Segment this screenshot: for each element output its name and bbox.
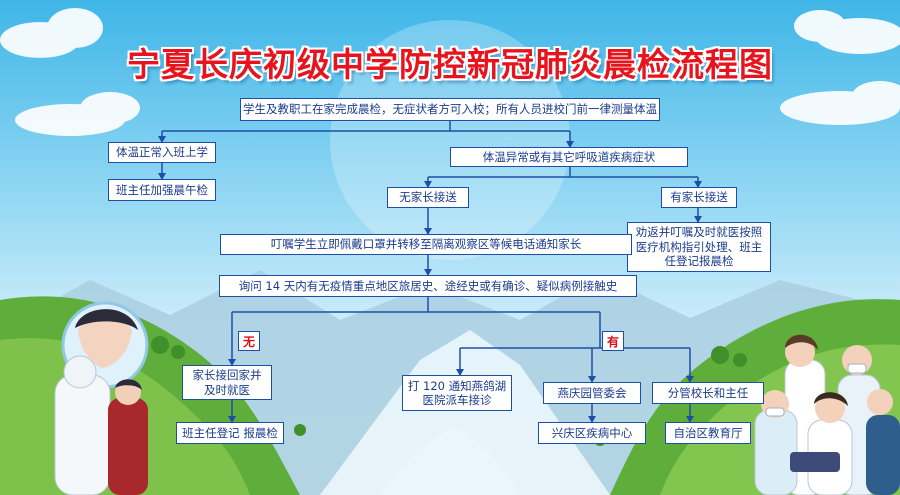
node-top: 学生及教职工在家完成晨检，无症状者方可入校；所有人员进校门前一律测量体温 <box>240 98 660 121</box>
node-edu-dept: 自治区教育厅 <box>665 422 751 444</box>
node-inquiry: 询问 14 天内有无疫情重点地区旅居史、途经史或有确诊、疑似病例接触史 <box>219 275 637 297</box>
node-isolate: 叮嘱学生立即佩戴口罩并转移至隔离观察区等候电话通知家长 <box>220 234 632 255</box>
node-normal-temp: 体温正常入班上学 <box>108 142 216 163</box>
node-abnormal-temp: 体温异常或有其它呼吸道疾病症状 <box>450 147 688 167</box>
node-teacher-check: 班主任加强晨午检 <box>108 179 216 201</box>
tag-yes: 有 <box>602 331 624 351</box>
node-register: 班主任登记 报晨检 <box>176 422 284 444</box>
health-worker-figure <box>54 301 149 495</box>
node-yanqing-committee: 燕庆园管委会 <box>543 382 641 404</box>
node-go-home: 家长接回家并及时就医 <box>182 365 272 400</box>
node-has-parent: 有家长接送 <box>661 187 737 208</box>
cloud-icon <box>0 8 900 136</box>
node-principal: 分管校长和主任 <box>652 382 764 404</box>
page-title: 宁夏长庆初级中学防控新冠肺炎晨检流程图 <box>127 45 773 84</box>
node-call-120: 打 120 通知燕鸽湖医院派车接诊 <box>402 375 512 411</box>
tag-no: 无 <box>238 331 260 351</box>
node-xingqing-cdc: 兴庆区疾病中心 <box>538 422 646 444</box>
node-no-parent: 无家长接送 <box>387 187 469 208</box>
node-parent-advice: 劝返并叮嘱及时就医按照医疗机构指引处理、班主任登记报晨检 <box>627 222 771 272</box>
medical-staff-figures <box>754 334 900 495</box>
